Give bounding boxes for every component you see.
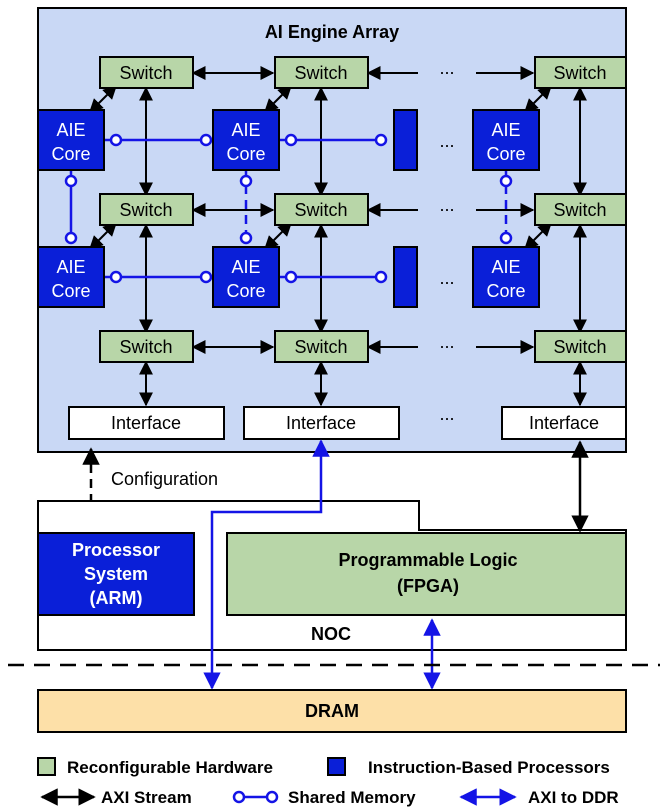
core-label: AIE — [56, 120, 85, 140]
axi-stream-vertical — [139, 86, 587, 407]
aie-core — [37, 109, 105, 171]
core-label: Core — [486, 281, 525, 301]
core-label: AIE — [231, 120, 260, 140]
switch-label: Switch — [294, 63, 347, 83]
axi-stream-diagonal — [89, 85, 552, 250]
legend-instruction: Instruction-Based Processors — [368, 758, 610, 777]
ellipsis: ... — [439, 58, 454, 78]
interface — [501, 406, 627, 440]
legend-shared-memory: Shared Memory — [288, 788, 416, 807]
core-label: Core — [51, 144, 90, 164]
aie-core-partial — [393, 109, 418, 171]
switch-label: Switch — [294, 337, 347, 357]
switch — [274, 56, 369, 89]
switch-label: Switch — [553, 337, 606, 357]
programmable-logic-line2: (FPGA) — [397, 576, 459, 596]
configuration-label: Configuration — [111, 469, 218, 489]
legend-axi-ddr: AXI to DDR — [528, 788, 619, 807]
array-title: AI Engine Array — [265, 22, 399, 42]
switch-label: Switch — [294, 200, 347, 220]
switch — [99, 193, 194, 226]
ellipsis-group: ... ... ... ... ... ... — [439, 58, 454, 424]
interface-row: Interface Interface Interface — [68, 406, 627, 440]
switch — [99, 330, 194, 363]
switch-label: Switch — [119, 63, 172, 83]
core-label: AIE — [231, 257, 260, 277]
aie-core-partial — [393, 246, 418, 308]
core-label: Core — [486, 144, 525, 164]
switch-label: Switch — [119, 337, 172, 357]
legend-shared-memory-icon — [232, 790, 279, 804]
switch-grid: Switch Switch Switch Switch Switch Switc… — [99, 56, 627, 363]
core-label: Core — [226, 144, 265, 164]
interface — [243, 406, 400, 440]
legend-reconfigurable: Reconfigurable Hardware — [67, 758, 273, 777]
core-label: Core — [226, 281, 265, 301]
legend-axi-stream: AXI Stream — [101, 788, 192, 807]
switch-label: Switch — [119, 200, 172, 220]
ellipsis: ... — [439, 195, 454, 215]
aie-core-grid: AIE Core AIE Core AIE Core AIE Core AIE … — [37, 109, 540, 308]
core-label: AIE — [491, 257, 520, 277]
core-label: Core — [51, 281, 90, 301]
ellipsis: ... — [439, 131, 454, 151]
interface — [68, 406, 225, 440]
ellipsis: ... — [439, 404, 454, 424]
axi-to-ddr-path — [203, 439, 330, 690]
aie-core — [472, 109, 540, 171]
processor-system-line2: System — [84, 564, 148, 584]
dram-label: DRAM — [305, 701, 359, 721]
switch-label: Switch — [553, 200, 606, 220]
legend-instruction-swatch — [327, 757, 346, 776]
aie-core — [472, 246, 540, 308]
interface-label: Interface — [529, 413, 599, 433]
switch — [274, 330, 369, 363]
programmable-logic — [226, 532, 627, 616]
programmable-logic-line1: Programmable Logic — [338, 550, 517, 570]
aie-core — [37, 246, 105, 308]
core-label: AIE — [491, 120, 520, 140]
interface-label: Interface — [286, 413, 356, 433]
legend-reconfigurable-swatch — [37, 757, 56, 776]
switch — [274, 193, 369, 226]
interface-label: Interface — [111, 413, 181, 433]
ellipsis: ... — [439, 332, 454, 352]
shared-memory-links — [64, 133, 513, 284]
dram — [37, 689, 627, 733]
axi-stream-horizontal — [191, 66, 535, 354]
switch-label: Switch — [553, 63, 606, 83]
ellipsis: ... — [439, 268, 454, 288]
switch — [534, 56, 627, 89]
processor-system-line3: (ARM) — [90, 588, 143, 608]
core-label: AIE — [56, 257, 85, 277]
aie-core — [212, 109, 280, 171]
switch — [534, 193, 627, 226]
switch — [99, 56, 194, 89]
legend: Reconfigurable Hardware Instruction-Base… — [37, 757, 619, 807]
noc-label: NOC — [311, 624, 351, 644]
processor-system-line1: Processor — [72, 540, 160, 560]
aie-core — [212, 246, 280, 308]
processor-system — [37, 532, 195, 616]
switch — [534, 330, 627, 363]
